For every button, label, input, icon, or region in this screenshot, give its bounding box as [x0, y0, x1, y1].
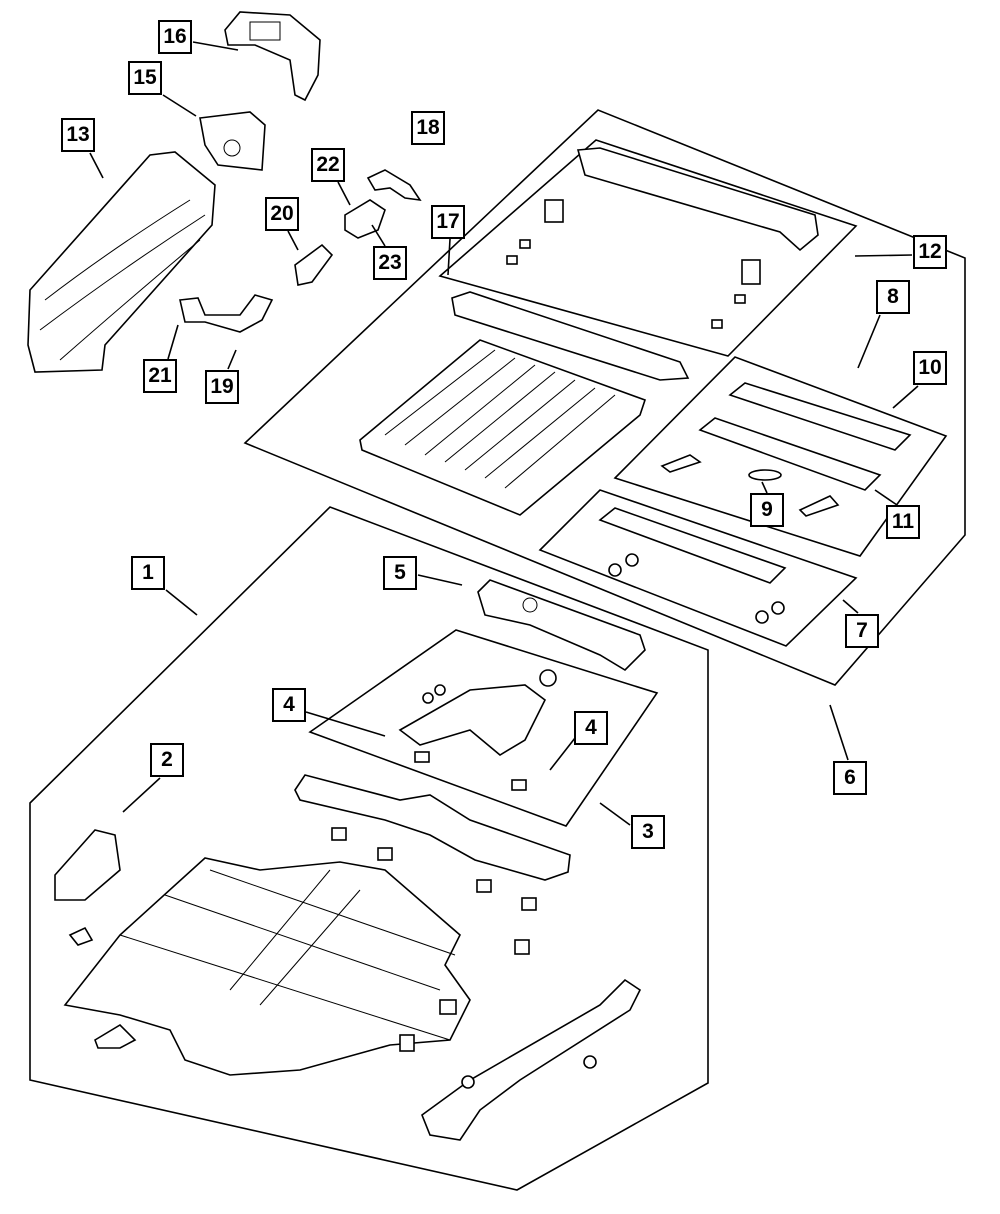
group-6-outline: [243, 109, 966, 686]
callout-15: 15: [128, 61, 162, 95]
part-4-bracket: [398, 669, 557, 791]
callout-7: 7: [845, 614, 879, 648]
part-12-crossmember: [451, 147, 819, 381]
callout-16: 16: [158, 20, 192, 54]
group-12-outline: [438, 139, 858, 357]
part-3-crossmember: [294, 774, 571, 911]
callout-13: 13: [61, 118, 95, 152]
callout-11: 11: [886, 505, 920, 539]
part-2-bracket: [54, 829, 121, 901]
part-21-19-rail: [179, 294, 274, 333]
part-17-floor-pan: [359, 339, 647, 516]
part-13-quarter-panel: [27, 151, 216, 373]
callout-10: 10: [913, 351, 947, 385]
group-10-outline: [613, 356, 948, 557]
part-5-crossmember: [477, 579, 646, 672]
part-16-panel: [224, 11, 321, 102]
group-1-outline: [29, 506, 709, 1191]
part-7-sill: [598, 507, 787, 624]
callout-3: 3: [631, 815, 665, 849]
part-15-bracket: [199, 111, 266, 171]
callout-17: 17: [431, 205, 465, 239]
callout-20: 20: [265, 197, 299, 231]
part-20-bracket: [294, 243, 334, 286]
callout-18: 18: [411, 111, 445, 145]
group-7-outline: [538, 489, 858, 647]
callout-8: 8: [876, 280, 910, 314]
part-1-front-floor: [63, 857, 471, 1076]
callout-4-left: 4: [272, 688, 306, 722]
callout-21: 21: [143, 359, 177, 393]
callout-6: 6: [833, 761, 867, 795]
callout-5: 5: [383, 556, 417, 590]
part-22-bracket: [366, 169, 422, 202]
leader-lines: [89, 41, 919, 826]
part-10-11-sill: [660, 382, 912, 517]
callout-19: 19: [205, 370, 239, 404]
callout-12: 12: [913, 235, 947, 269]
callout-4-right: 4: [574, 711, 608, 745]
callout-2: 2: [150, 743, 184, 777]
part-rail-assembly: [399, 939, 642, 1141]
callout-22: 22: [311, 148, 345, 182]
group-3-outline: [308, 629, 659, 827]
callout-9: 9: [750, 493, 784, 527]
callout-1: 1: [131, 556, 165, 590]
part-23-bracket: [344, 199, 386, 239]
callout-23: 23: [373, 246, 407, 280]
